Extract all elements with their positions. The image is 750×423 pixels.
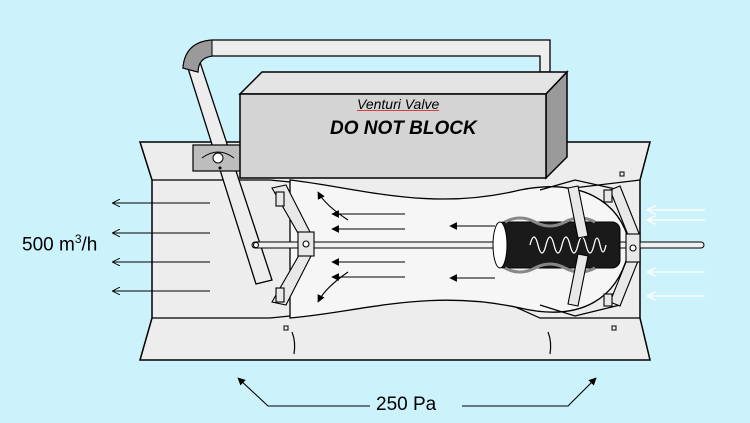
duct-edge-curl-left [291, 331, 296, 355]
pressure-indicator-arrows [237, 377, 597, 407]
actuator-screw-icon [218, 166, 222, 170]
outlet-flow-arrows [113, 203, 210, 291]
valve-box-top [238, 71, 569, 95]
flow-rate-unit: /h [81, 234, 98, 256]
flow-rate-exponent: 3 [74, 232, 82, 246]
left-support-assembly [252, 184, 315, 306]
top-rail-bend [182, 39, 213, 73]
spring-cylinder-cap [492, 221, 508, 269]
valve-box-front [239, 93, 547, 179]
top-rail-tube [182, 39, 551, 73]
inlet-flow-arrows [648, 210, 705, 296]
duct-edge-curl-right [547, 331, 552, 355]
cone-rib-lower [539, 304, 621, 317]
valve-box-title: Venturi Valve [357, 96, 440, 112]
spring-cylinder [495, 221, 621, 269]
actuator-pivot-icon [212, 152, 224, 164]
fastener-icons [283, 171, 625, 331]
spring-coil [529, 236, 607, 254]
pressure-drop-label: 250 Pa [376, 394, 437, 415]
actuator-scale [201, 151, 235, 159]
cone-rib-upper [539, 179, 621, 191]
valve-box-warning: DO NOT BLOCK [330, 118, 477, 139]
right-support-assembly [567, 185, 641, 307]
internal-flow-arrows [317, 191, 495, 303]
flow-rate-label: 500 m3/h [22, 232, 97, 256]
flow-rate-value: 500 m [22, 234, 75, 256]
